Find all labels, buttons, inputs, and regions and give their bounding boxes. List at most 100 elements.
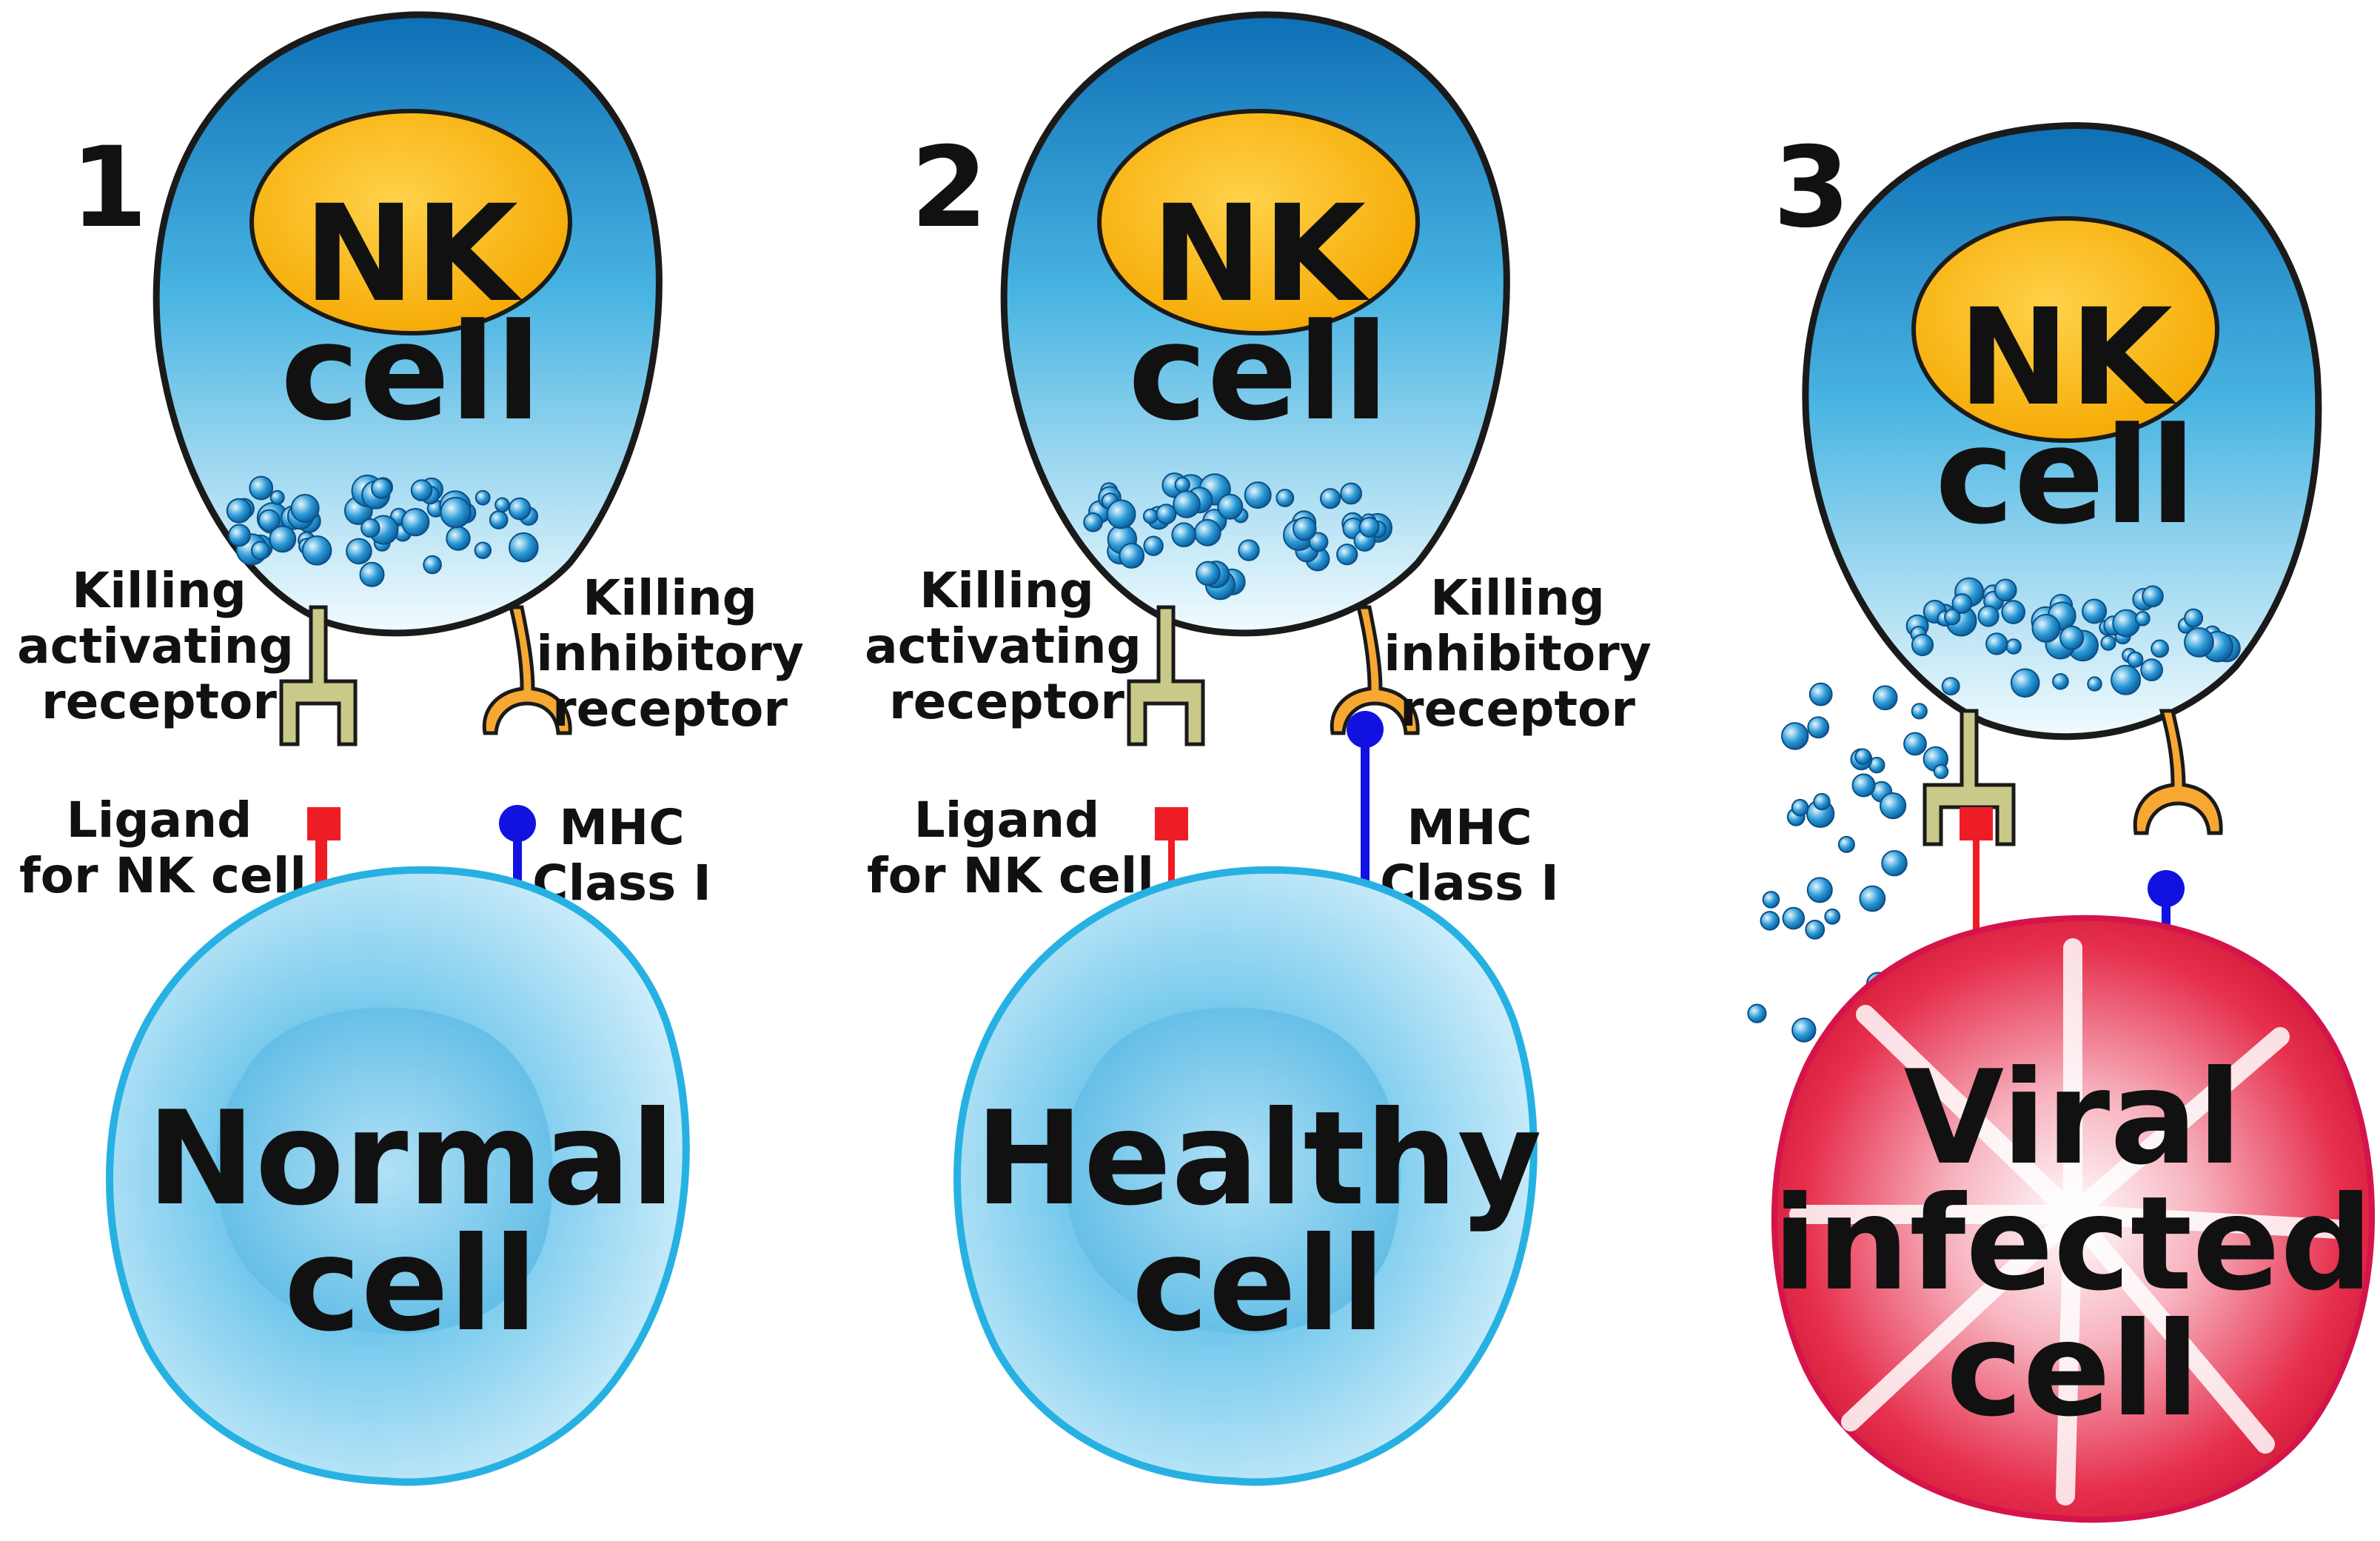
granule [495, 497, 510, 513]
panel-3: 3 NK cell [1747, 122, 2375, 1523]
target-label-line2: cell [1132, 1210, 1385, 1360]
granule [1994, 578, 2017, 602]
granule [1806, 877, 1833, 903]
granule [1760, 911, 1780, 931]
granule [1911, 633, 1934, 657]
granules [1083, 472, 1392, 601]
granule [2127, 651, 2144, 668]
granule [1196, 561, 1221, 586]
granule [228, 524, 251, 547]
granule [1156, 504, 1177, 525]
panel-number: 2 [911, 124, 988, 253]
granule [410, 479, 433, 501]
granule [1881, 850, 1908, 877]
granule [226, 498, 252, 524]
granule [361, 518, 381, 538]
granule [1106, 499, 1136, 529]
inhibitory-receptor [482, 605, 572, 735]
svg-text:Killing: Killing [583, 569, 757, 626]
inhibitory-receptor-label: Killing inhibitory receptor [536, 569, 804, 738]
nk-nucleus [1911, 216, 2219, 443]
granule [1837, 835, 1855, 853]
granules [226, 474, 539, 587]
granule [2087, 676, 2102, 692]
mhc-label: MHC Class I [1380, 799, 1559, 912]
granule [2184, 608, 2204, 628]
granule [2031, 613, 2061, 643]
panel-number: 1 [70, 124, 147, 253]
granule [251, 541, 270, 561]
ligand-marker [1960, 807, 1993, 933]
granule [1119, 543, 1145, 569]
granule [258, 509, 281, 532]
granule [1358, 516, 1380, 538]
activating-receptor [1923, 709, 2016, 846]
nk-cell: NK cell [1000, 11, 1510, 637]
granule [2135, 611, 2151, 626]
svg-text:Killing: Killing [919, 562, 1094, 619]
granule [1276, 489, 1295, 507]
svg-text:receptor: receptor [889, 673, 1124, 730]
svg-text:for NK cell: for NK cell [19, 847, 306, 904]
activating-receptor [1127, 605, 1205, 746]
nk-nucleus [249, 109, 572, 335]
granule [269, 525, 297, 553]
granule [1336, 544, 1358, 566]
target-label-line1: Viral [1904, 1043, 2242, 1194]
activating-receptor-label: Killing activating receptor [865, 562, 1142, 730]
svg-text:MHC: MHC [1407, 799, 1532, 856]
nk-label-line2: cell [1935, 399, 2196, 554]
nk-cell: NK cell [1802, 122, 2322, 741]
inhibitory-receptor [2133, 709, 2223, 835]
granule [1854, 748, 1871, 765]
granule [2100, 635, 2116, 651]
panel-number: 3 [1773, 124, 1850, 253]
granule [2111, 664, 2142, 695]
granule [1762, 891, 1780, 909]
svg-text:Killing: Killing [72, 562, 247, 619]
granule [1872, 685, 1898, 711]
granule [1859, 885, 1886, 912]
svg-text:Killing: Killing [1430, 569, 1605, 626]
granule [1911, 703, 1928, 720]
svg-text:MHC: MHC [559, 799, 684, 856]
granule [1143, 535, 1164, 556]
granule [1933, 763, 1949, 780]
granule [2112, 609, 2141, 638]
granule [1340, 482, 1362, 505]
target-cell: Healthy cell [953, 866, 1542, 1486]
granule [2151, 639, 2170, 658]
inhibitory-receptor [1330, 605, 1420, 735]
granule [1244, 481, 1272, 509]
granule [359, 561, 385, 587]
granule [1851, 773, 1876, 798]
granule [371, 478, 392, 499]
granule [301, 535, 332, 566]
granule [440, 496, 472, 529]
svg-text:inhibitory: inhibitory [1384, 625, 1652, 682]
svg-text:Ligand: Ligand [67, 792, 252, 849]
target-cell: Normal cell [105, 866, 690, 1486]
panel-2: 2 NK cell Killing activating receptor Ki… [865, 11, 1652, 1486]
nk-nucleus [1097, 109, 1420, 335]
granule [1171, 522, 1196, 548]
svg-text:Ligand: Ligand [914, 792, 1100, 849]
granule [1880, 792, 1907, 820]
target-label-line1: Healthy [975, 1084, 1542, 1234]
granule [1791, 798, 1809, 817]
panel-1: 1 NK cell Killing activating receptor Ki… [17, 11, 804, 1486]
granule [1782, 906, 1806, 930]
target-label-line3: cell [1946, 1295, 2199, 1445]
granule [249, 475, 274, 501]
nk-label-line2: cell [1128, 295, 1389, 450]
granule [1781, 722, 1809, 750]
granule [2010, 668, 2040, 698]
granule [423, 555, 442, 575]
ligand-label: Ligand for NK cell [19, 792, 306, 904]
granule [508, 497, 532, 521]
granule [1807, 716, 1830, 739]
granule [509, 532, 539, 563]
nk-label-line1: NK [1151, 177, 1370, 332]
nk-label-line1: NK [304, 177, 523, 332]
